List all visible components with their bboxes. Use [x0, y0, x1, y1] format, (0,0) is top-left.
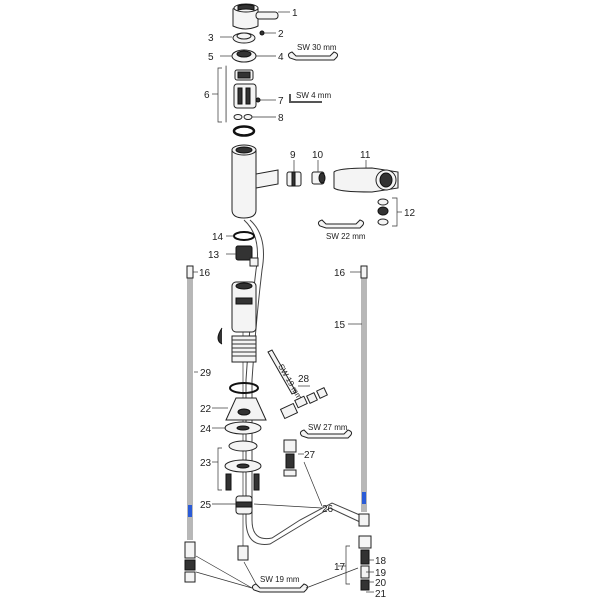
part-11-spray-head	[333, 167, 399, 193]
callout-1: 1	[292, 8, 298, 19]
callout-10: 10	[312, 150, 324, 161]
callout-23: 23	[200, 458, 212, 469]
callout-25: 25	[200, 500, 212, 511]
callout-5: 5	[208, 52, 214, 63]
callout-20: 20	[375, 578, 387, 589]
callout-27: 27	[304, 450, 316, 461]
callout-19: 19	[375, 568, 387, 579]
callout-16b: 16	[334, 268, 346, 279]
callout-14: 14	[212, 232, 224, 243]
tool-sw22-label: SW 22 mm	[326, 232, 366, 241]
part-8-seals	[233, 114, 253, 120]
hex-key-sw4: SW 4 mm	[289, 91, 331, 103]
part-15-supply-hose-right	[345, 265, 372, 591]
part-3-cap	[232, 32, 256, 44]
mounting-shank	[217, 281, 257, 363]
oring-top	[232, 125, 256, 137]
callout-18: 18	[375, 556, 387, 567]
part-9-coupling	[286, 171, 302, 187]
callout-4: 4	[278, 52, 284, 63]
part-27-fitting	[283, 439, 297, 477]
tool-sw4-label: SW 4 mm	[296, 91, 331, 100]
callout-7: 7	[278, 96, 284, 107]
part-7-screw	[255, 97, 268, 103]
part-10-nut	[311, 171, 326, 185]
wrench-sw27: SW 27 mm	[299, 423, 353, 439]
callout-22: 22	[200, 404, 212, 415]
callout-9: 9	[290, 150, 296, 161]
blue-marker-right	[362, 492, 366, 504]
tool-sw19b-label: SW 19 mm	[260, 575, 300, 584]
callout-26: 26	[322, 504, 334, 515]
part-6-cartridge	[225, 65, 257, 123]
callout-28: 28	[298, 374, 310, 385]
callout-8: 8	[278, 113, 284, 124]
part-1-handle	[232, 3, 279, 30]
part-14-oring	[233, 231, 255, 241]
callout-24: 24	[200, 424, 212, 435]
bottom-connector	[237, 545, 249, 561]
part-13-valve	[235, 245, 259, 267]
callout-11: 11	[360, 150, 371, 161]
leader-lines	[193, 11, 402, 593]
part-29-supply-hose-left	[184, 265, 196, 583]
callout-6: 6	[204, 90, 210, 101]
callout-16a: 16	[199, 268, 211, 279]
callout-15: 15	[334, 320, 346, 331]
faucet-body	[231, 144, 279, 219]
part-22-bracket	[225, 397, 267, 421]
wrench-sw19-bottom: SW 19 mm	[195, 555, 359, 593]
part-12-insert	[377, 197, 398, 227]
callout-2: 2	[278, 29, 284, 40]
wrench-sw30: SW 30 mm	[287, 43, 339, 61]
part-24-washer	[224, 421, 262, 452]
callout-labels: 1 2 3 4 5 6 7 8 9 10 11 12 13 14 15 16 1…	[199, 8, 416, 600]
part-25-weight	[235, 495, 253, 515]
tool-sw27-label: SW 27 mm	[308, 423, 348, 432]
part-23-plate	[217, 447, 262, 491]
callout-29: 29	[200, 368, 212, 379]
callout-12: 12	[404, 208, 416, 219]
callout-17: 17	[334, 562, 346, 573]
callout-13: 13	[208, 250, 220, 261]
callout-21: 21	[375, 589, 387, 600]
wrench-sw22: SW 22 mm	[317, 219, 366, 241]
part-28-diverter	[279, 387, 328, 420]
base-oring	[229, 382, 259, 394]
part-5-nut	[231, 49, 257, 63]
part-2-screw	[259, 30, 265, 36]
blue-marker-left	[188, 505, 192, 517]
tool-sw30-label: SW 30 mm	[297, 43, 337, 52]
callout-3: 3	[208, 33, 214, 44]
